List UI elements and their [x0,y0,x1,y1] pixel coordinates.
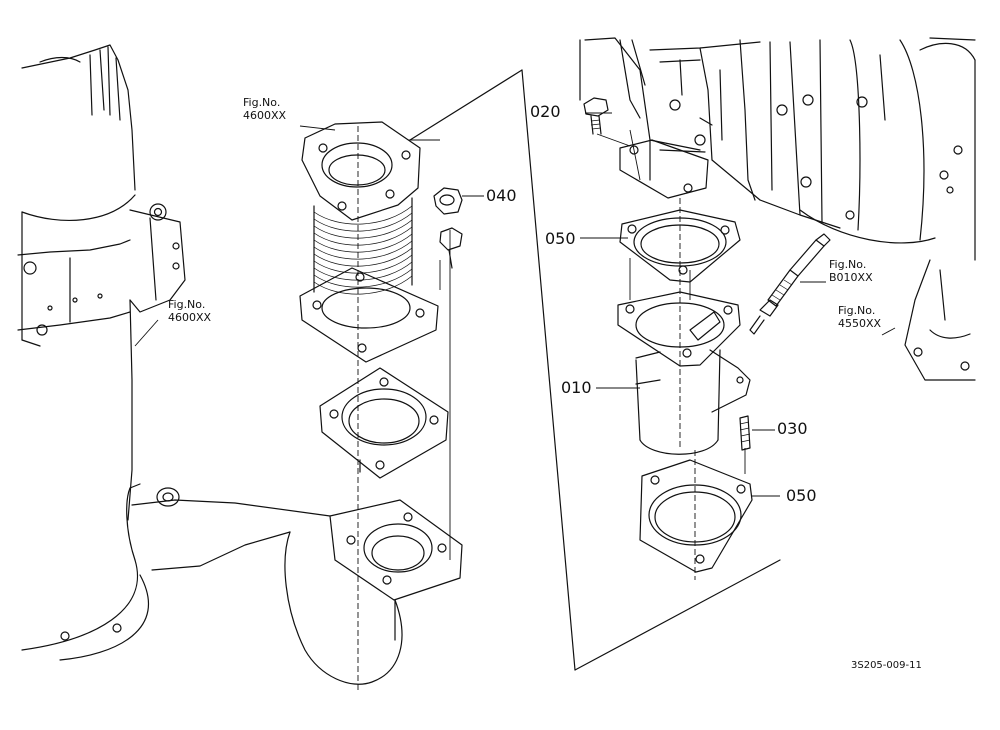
figure-ref-prefix: Fig.No. [243,96,281,109]
figure-ref-number: B010XX [829,271,873,284]
drawing-code: 3S205-009-11 [851,660,922,671]
figure-ref-top-left: Fig.No. 4600XX [243,96,286,122]
exhaust-sensor [749,233,831,335]
outlet-pipe-010 [617,258,751,455]
figure-ref-number: 4600XX [168,311,212,324]
figure-ref-prefix: Fig.No. [829,258,867,271]
outlet-flange-top [619,139,709,199]
square-gasket [319,367,449,479]
figure-ref-prefix: Fig.No. [168,298,206,311]
part-ref-020: 020 [530,102,561,121]
triangle-gasket-lower [639,198,753,580]
figure-ref-sensor: Fig.No. B010XX [829,258,873,284]
leader-lines [134,112,896,497]
part-ref-040: 040 [486,186,517,205]
engine-body-left [17,44,186,521]
flex-pipe-assembly [299,121,439,363]
bolt-020-drawing [583,97,641,181]
part-ref-050-upper: 050 [545,229,576,248]
exhaust-pipe-lower [21,483,463,685]
nut-040-drawing [433,187,463,269]
part-ref-010: 010 [561,378,592,397]
figure-ref-prefix: Fig.No. [838,304,876,317]
figure-ref-mid-left: Fig.No. 4600XX [168,298,211,324]
part-ref-030: 030 [777,419,808,438]
figure-ref-dpf: Fig.No. 4550XX [838,304,881,330]
figure-ref-number: 4600XX [243,109,287,122]
left-centerlines [357,126,451,690]
exploded-view-frame [409,39,781,671]
dpf-outlet-flange [904,259,976,381]
stud-030-drawing [739,415,751,474]
figure-ref-number: 4550XX [838,317,882,330]
part-ref-050-lower: 050 [786,486,817,505]
